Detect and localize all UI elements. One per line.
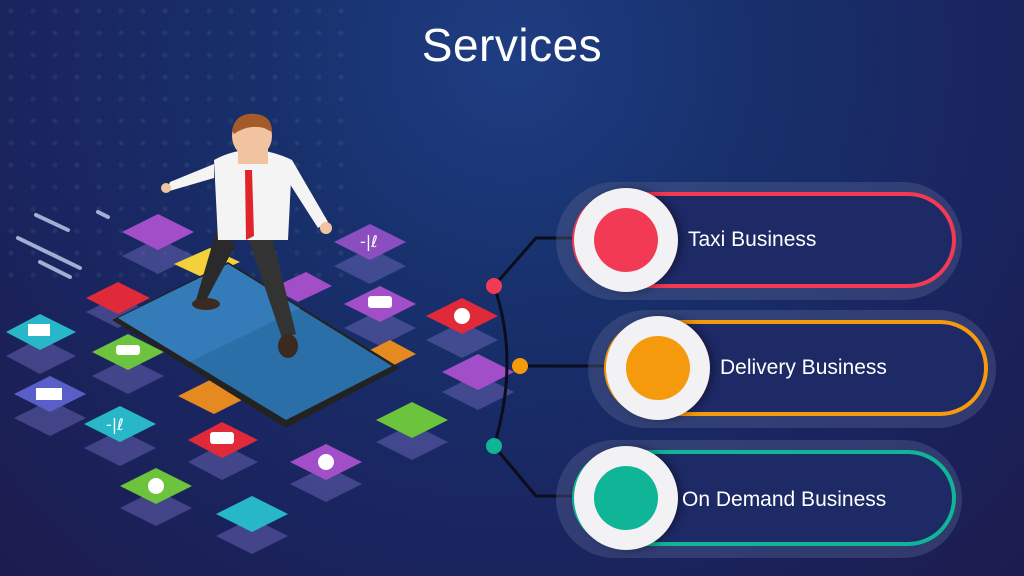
tile-green-right: [376, 402, 448, 460]
tile-purple-food: [290, 444, 362, 502]
taxi-dot-icon: [594, 208, 658, 272]
food-icon: [318, 454, 334, 470]
tile-car-1: [344, 286, 416, 346]
service-label: Delivery Business: [720, 356, 887, 379]
delivery-truck-icon: [36, 388, 62, 400]
businessman-figure: [161, 113, 332, 358]
food-icon: [454, 308, 470, 324]
connector-dot-ondemand: [486, 438, 502, 454]
taxi-icon: [210, 432, 234, 444]
service-icon-circle: [574, 188, 678, 292]
truck-icon: [28, 324, 50, 336]
service-icon-circle: [574, 446, 678, 550]
ondemand-dot-icon: [594, 466, 658, 530]
tile-cutlery-1: -|ℓ: [334, 224, 406, 284]
tile-green-bottom: [120, 468, 192, 526]
taxi-icon: [368, 296, 392, 308]
service-label: Taxi Business: [688, 228, 817, 251]
isometric-illustration: -|ℓ -|ℓ: [6, 113, 514, 554]
tile-teal-bottom: [216, 496, 288, 554]
tile-blue-truck: [14, 376, 86, 436]
service-item-taxi[interactable]: Taxi Business: [556, 182, 962, 300]
tile-red-taxi: [188, 422, 258, 480]
service-icon-circle: [606, 316, 710, 420]
tile-teal-cutlery: -|ℓ: [84, 406, 156, 466]
service-label: On Demand Business: [682, 488, 887, 511]
connector-dot-taxi: [486, 278, 502, 294]
food-icon: [148, 478, 164, 494]
tile-purple-3: [442, 354, 514, 410]
connector-dot-delivery: [512, 358, 528, 374]
delivery-dot-icon: [626, 336, 690, 400]
tile-purple-1: [122, 214, 194, 274]
tile-green-car: [92, 334, 164, 394]
page-title: Services: [421, 19, 603, 71]
cutlery-icon: -|ℓ: [106, 415, 124, 434]
service-item-ondemand[interactable]: On Demand Business: [556, 440, 962, 558]
tile-red-2: [426, 298, 498, 358]
tile-purple-2: [272, 272, 332, 302]
service-item-delivery[interactable]: Delivery Business: [588, 310, 996, 428]
smartphone: [112, 262, 400, 428]
car-icon: [116, 345, 140, 355]
cutlery-icon: -|ℓ: [360, 232, 378, 251]
tile-teal-left: [6, 314, 76, 374]
speed-lines: [16, 210, 110, 279]
